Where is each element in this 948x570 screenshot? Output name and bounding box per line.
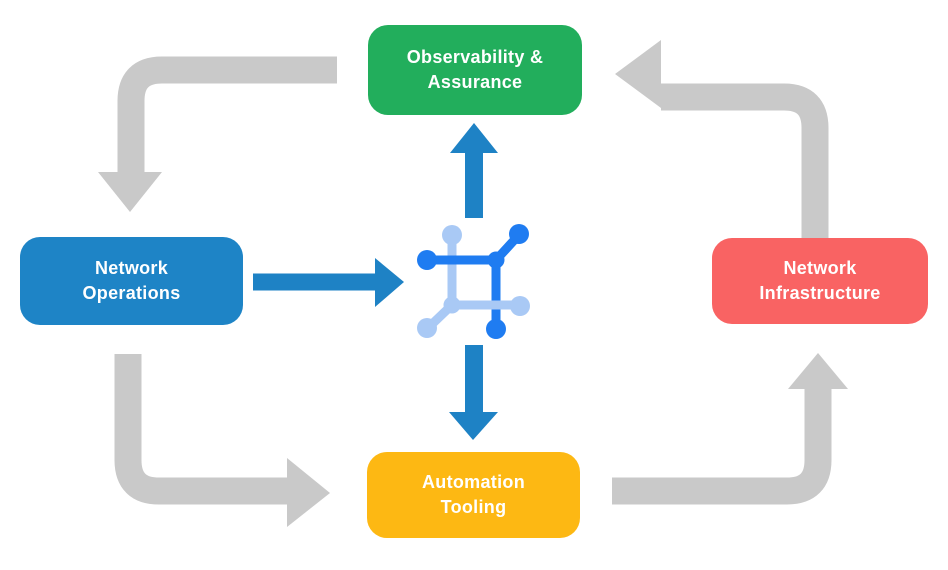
node-label-line: Tooling — [440, 497, 507, 517]
arrow-observability-to-operations — [98, 56, 337, 212]
node-automation-tooling: Automation Tooling — [367, 452, 580, 538]
node-label-line: Observability & — [406, 47, 544, 68]
node-label-line: Automation — [422, 472, 525, 493]
node-network-infrastructure: Network Infrastructure — [712, 238, 928, 324]
network-fabric-icon — [417, 224, 530, 339]
node-network-operations: Network Operations — [20, 237, 243, 325]
arrow-operations-to-automation — [114, 354, 330, 527]
arrow-infrastructure-to-observability — [615, 40, 829, 238]
arrow-platform-to-observability — [450, 123, 498, 218]
node-label-line: Network — [94, 258, 169, 279]
node-label-line: Network — [783, 258, 857, 279]
node-label-line: Infrastructure — [759, 283, 881, 303]
arrow-operations-to-platform — [253, 258, 404, 307]
arrow-automation-to-infrastructure — [612, 353, 848, 505]
arrow-platform-to-automation — [449, 345, 498, 440]
node-observability-assurance: Observability & Assurance — [368, 25, 582, 115]
node-label-line: Assurance — [427, 72, 523, 92]
node-label-line: Operations — [82, 283, 181, 303]
